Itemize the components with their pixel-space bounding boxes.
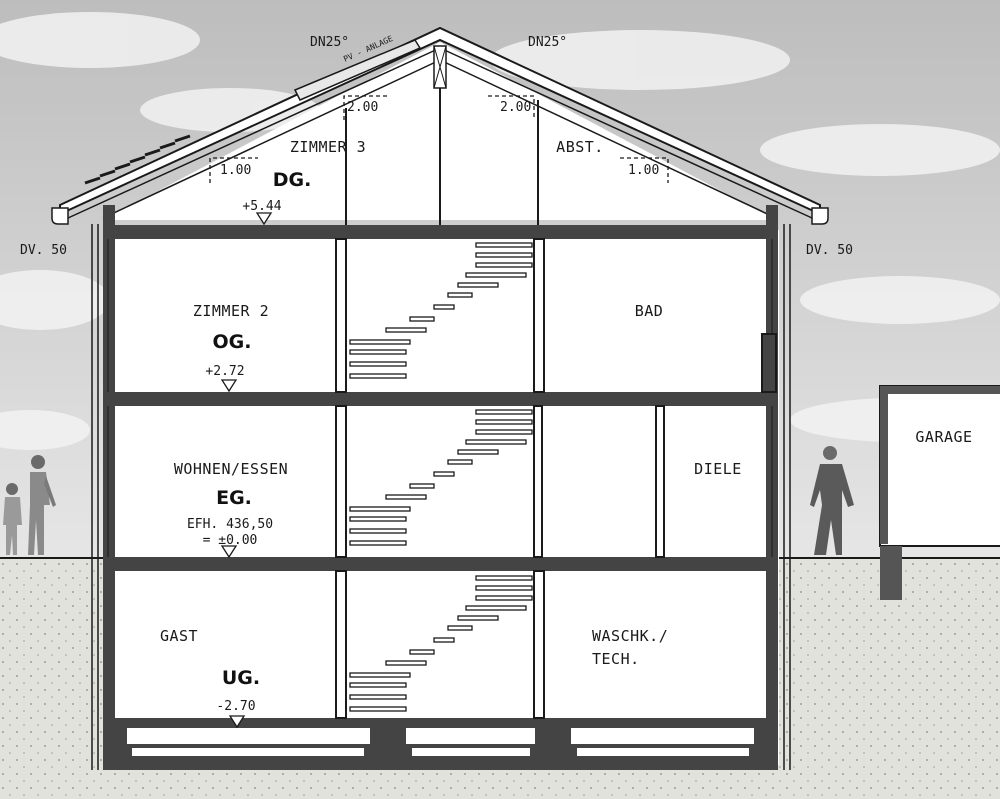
room-waschk-line2: TECH. <box>592 650 640 668</box>
room-zimmer-3: ZIMMER 3 <box>290 138 366 156</box>
person-man <box>810 446 854 555</box>
roof <box>59 26 821 219</box>
attic-height-left-outer: 1.00 <box>220 163 251 178</box>
attic-height-left-inner: 2.00 <box>347 100 378 115</box>
stairs <box>349 242 533 712</box>
person-child <box>3 483 22 555</box>
roof-pitch-right: DN25° <box>528 35 567 50</box>
level-marker-eg <box>220 545 238 559</box>
level-ug: -2.70 <box>216 699 255 714</box>
attic-height-right-inner: 2.00 <box>500 100 531 115</box>
eaves-right: DV. 50 <box>806 243 853 258</box>
floor-label-ug: UG. <box>222 667 260 689</box>
room-abst: ABST. <box>556 138 604 156</box>
garage-label: GARAGE <box>915 428 972 446</box>
level-eg-line1: EFH. 436,50 <box>187 517 273 532</box>
person-woman <box>28 455 56 555</box>
floor-label-eg: EG. <box>216 487 252 509</box>
building-interior <box>103 230 779 765</box>
level-marker-ug <box>228 715 246 729</box>
level-dg: +5.44 <box>242 199 281 214</box>
foundation-voids <box>132 748 749 756</box>
floor-label-og: OG. <box>213 331 252 353</box>
room-bad: BAD <box>635 302 664 320</box>
foundation <box>103 728 778 748</box>
garage: GARAGE <box>879 385 1000 600</box>
attic-height-markers <box>209 95 669 183</box>
roof-pitch-left: DN25° <box>310 35 349 50</box>
interior-walls <box>335 88 777 719</box>
level-og: +2.72 <box>205 364 244 379</box>
eaves-left: DV. 50 <box>20 243 67 258</box>
level-marker-dg <box>255 212 273 226</box>
gutters <box>51 207 829 770</box>
floor-label-dg: DG. <box>273 169 312 191</box>
stair-ug <box>349 575 533 712</box>
room-wohnen-essen: WOHNEN/ESSEN <box>174 460 288 478</box>
attic-height-right-outer: 1.00 <box>628 163 659 178</box>
room-diele: DIELE <box>694 460 742 478</box>
level-marker-og <box>220 379 238 393</box>
room-gast: GAST <box>160 627 198 645</box>
level-eg-line2: = ±0.00 <box>203 533 258 548</box>
stair-eg <box>349 409 533 546</box>
stair-og <box>349 242 533 379</box>
room-waschk-line1: WASCHK./ <box>592 627 668 645</box>
room-zimmer-2: ZIMMER 2 <box>193 302 269 320</box>
